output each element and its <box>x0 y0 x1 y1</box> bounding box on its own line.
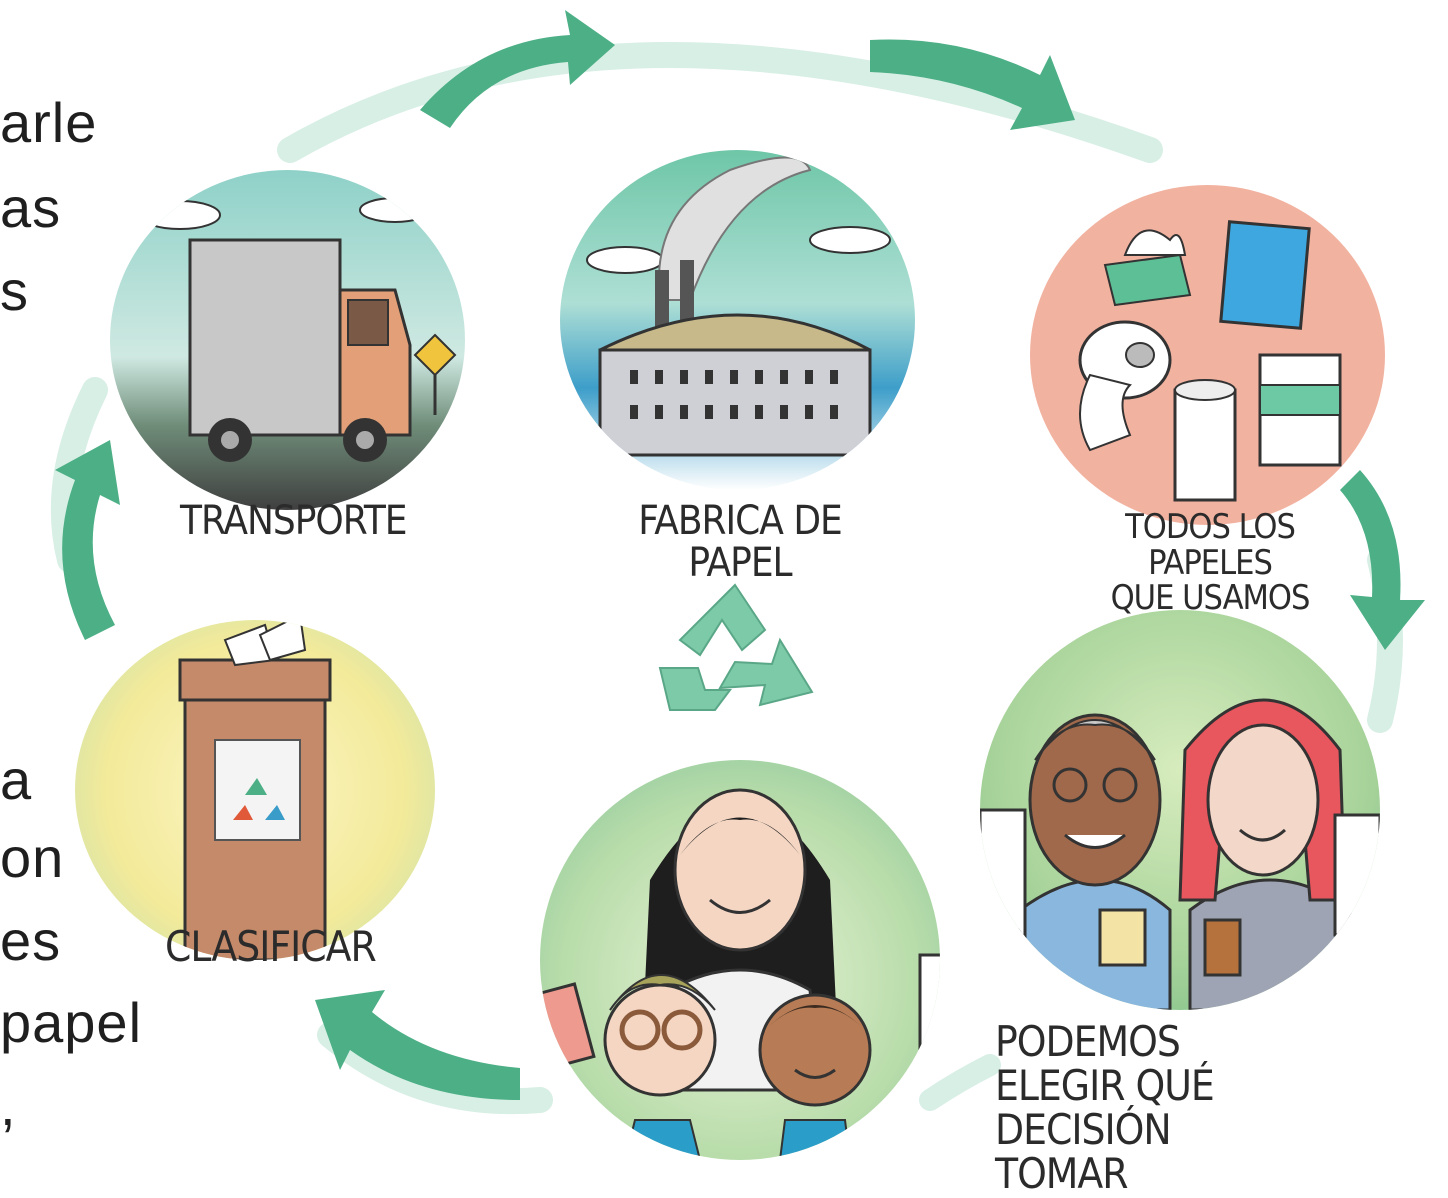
papers-label-line2: QUE USAMOS <box>1110 578 1311 619</box>
mug-icon <box>1098 908 1147 967</box>
recycling-bin-icon <box>178 620 332 960</box>
text-fragment-3: s <box>0 259 29 322</box>
papers-scene <box>1030 185 1385 525</box>
papers-label-line1: TODOS LOS PAPELES <box>1125 507 1296 583</box>
recycle-icon <box>658 583 814 711</box>
text-fragment-8: , <box>0 1074 17 1137</box>
classify-scene <box>75 620 435 960</box>
decision-label-line1: PODEMOS ELEGIR QUÉ <box>995 1017 1215 1111</box>
woman-icon <box>1178 698 1352 1010</box>
paper-towel-icon <box>1173 379 1237 502</box>
recycle-icon <box>233 778 285 820</box>
arrow-classify-to-transport <box>55 440 120 640</box>
notebook-icon <box>1219 220 1311 330</box>
toilet-paper-icon <box>1078 320 1172 452</box>
transport-label: TRANSPORTE <box>180 498 408 544</box>
decision-label: PODEMOS ELEGIR QUÉ DECISIÓN TOMAR <box>995 1017 1305 1196</box>
text-fragment-5: on <box>0 826 65 889</box>
decision-scene <box>980 610 1380 1010</box>
cloud-icon <box>586 226 891 274</box>
paper-stack-icon <box>1258 353 1342 467</box>
text-fragment-2: as <box>0 176 62 239</box>
arrow-family-to-classify <box>315 990 520 1100</box>
cycle-arrows <box>50 10 1425 1115</box>
text-fragment-6: es <box>0 909 62 972</box>
arrow-papers-to-decision <box>1340 470 1425 650</box>
tissue-box-icon <box>1103 229 1192 307</box>
road-sign-icon <box>413 333 457 415</box>
text-fragment-7: papel <box>0 991 143 1054</box>
smoke-icon <box>657 156 812 301</box>
arrow-transport-to-factory <box>420 10 615 128</box>
family-scene <box>540 760 940 1160</box>
boy-icon <box>758 993 872 1160</box>
papers-label: TODOS LOS PAPELES QUE USAMOS <box>1090 507 1330 619</box>
text-fragment-4: a <box>0 748 33 811</box>
text-fragment-1: arle <box>0 91 98 154</box>
arrow-factory-to-papers <box>870 39 1075 130</box>
truck-icon <box>188 238 412 462</box>
factory-scene <box>560 150 915 490</box>
transport-scene <box>110 170 465 510</box>
factory-building-icon <box>598 260 872 457</box>
classify-label: CLASIFICAR <box>165 922 377 971</box>
cup-icon <box>1203 918 1242 977</box>
factory-label: FABRICA DE PAPEL <box>638 498 843 586</box>
